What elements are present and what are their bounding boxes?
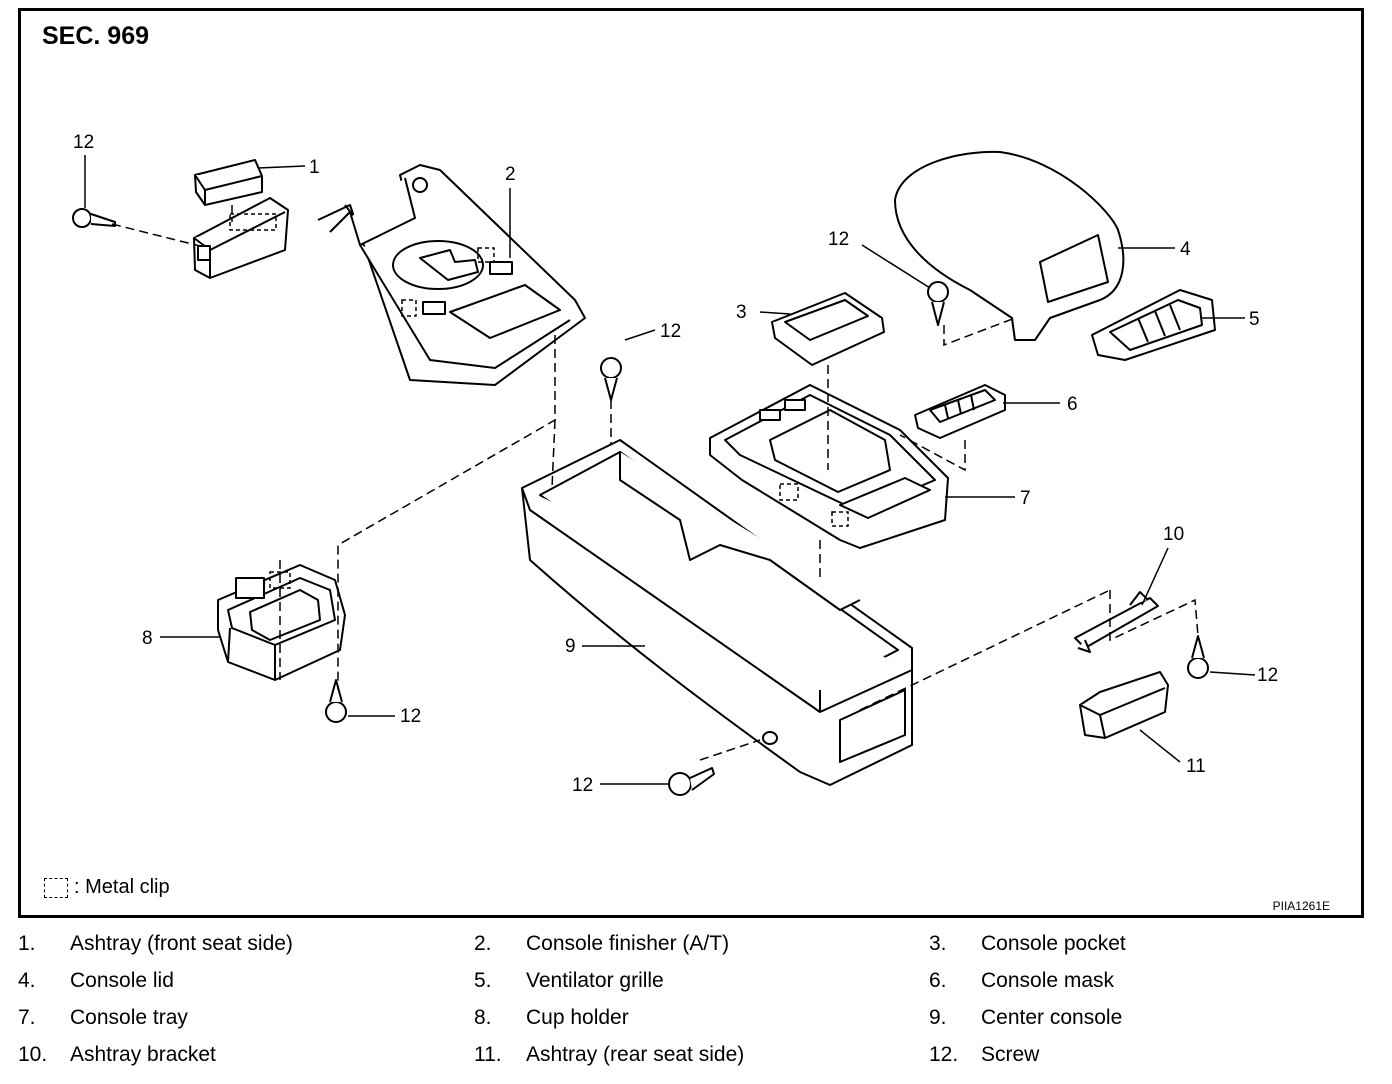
part-console-pocket <box>771 292 885 366</box>
part-console-tray <box>709 384 949 549</box>
diagram-frame <box>18 8 1364 918</box>
screw-console-side <box>668 767 715 796</box>
legend-text: : Metal clip <box>74 876 170 898</box>
callout-10: 10 <box>1163 524 1184 545</box>
callout-6: 6 <box>1067 394 1078 415</box>
callout-5: 5 <box>1249 309 1260 330</box>
callout-1: 1 <box>309 157 320 178</box>
callout-3: 3 <box>736 302 747 323</box>
callout-7: 7 <box>1020 488 1031 509</box>
screw-finisher <box>600 357 622 401</box>
part-ashtray-housing <box>193 197 289 279</box>
callout-8: 8 <box>142 628 153 649</box>
callout-9: 9 <box>565 636 576 657</box>
callout-11: 11 <box>1186 756 1206 777</box>
exploded-view-diagram: 12 1 2 3 4 5 6 7 8 9 10 11 12 12 12 12 1… <box>72 132 1278 796</box>
part-cup-holder <box>217 564 346 681</box>
screw-rear-right <box>1187 635 1209 679</box>
part-ventilator-grille <box>1091 289 1216 361</box>
callout-12-lid: 12 <box>828 229 849 250</box>
part-console-mask <box>914 384 1006 439</box>
callout-2: 2 <box>505 164 516 185</box>
screw-cup-holder <box>325 679 347 723</box>
part-console-lid <box>894 150 1125 341</box>
callout-12-rear: 12 <box>1257 665 1278 686</box>
callout-12-cup: 12 <box>400 706 421 727</box>
metal-clip-symbol <box>44 877 68 898</box>
screw-lid <box>927 281 949 326</box>
callout-12-finisher: 12 <box>660 321 681 342</box>
part-console-finisher <box>317 164 586 386</box>
callout-4: 4 <box>1180 239 1191 260</box>
part-center-console <box>521 439 913 786</box>
legend-metal-clip: : Metal clip <box>44 876 170 899</box>
section-label: SEC. 969 <box>42 22 150 50</box>
part-ashtray-bracket <box>1074 591 1159 653</box>
part-ashtray-front <box>194 159 263 206</box>
callout-12: 12 <box>73 132 94 153</box>
screw-top-left <box>72 208 116 228</box>
figure-id: PIIA1261E <box>1272 899 1330 913</box>
part-ashtray-rear <box>1079 671 1169 739</box>
callout-12-side: 12 <box>572 775 593 796</box>
